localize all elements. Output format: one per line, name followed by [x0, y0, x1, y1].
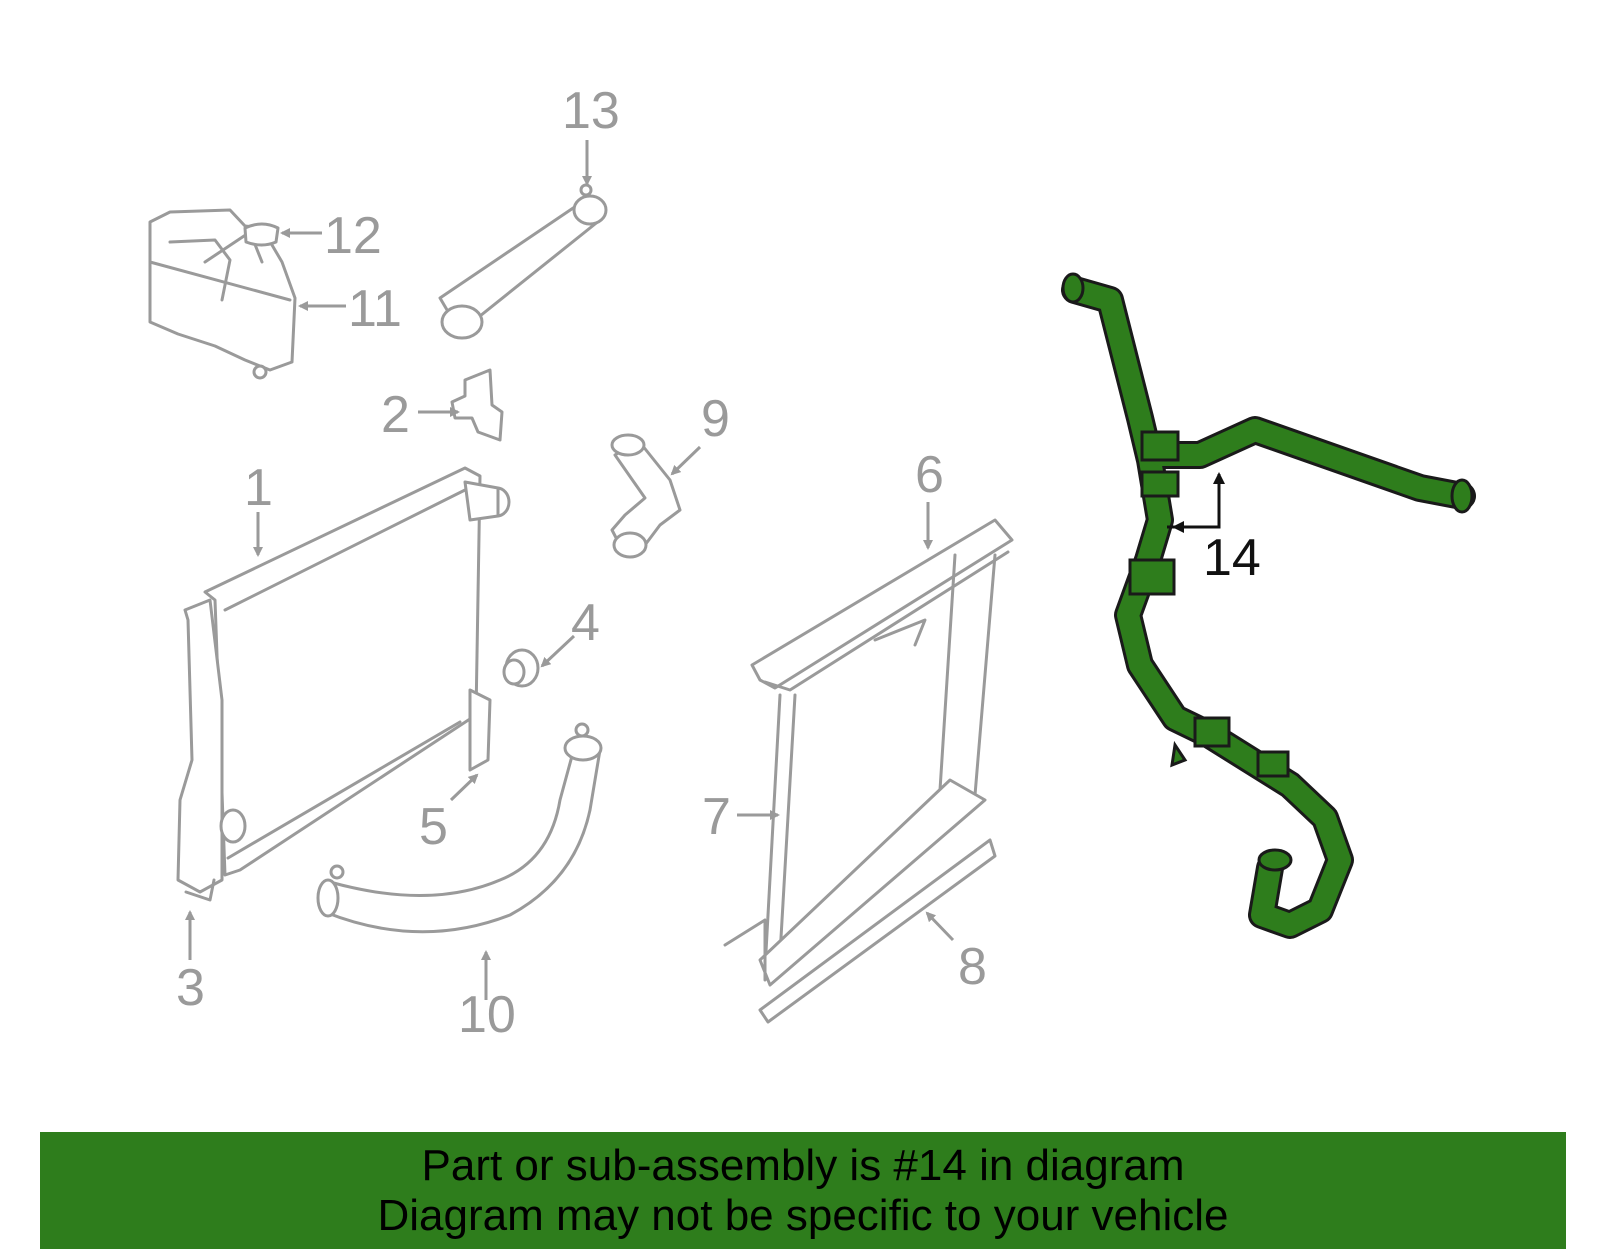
banner-line-1: Part or sub-assembly is #14 in diagram — [421, 1140, 1185, 1190]
heater-hose-assembly — [1061, 272, 1476, 939]
callout-1: 1 — [244, 459, 273, 517]
upper-radiator-hose — [438, 183, 608, 340]
banner-line-2: Diagram may not be specific to your vehi… — [377, 1190, 1229, 1240]
callout-4: 4 — [571, 594, 600, 652]
callout-14: 14 — [1203, 529, 1261, 587]
callout-6: 6 — [915, 446, 944, 504]
callout-2: 2 — [381, 386, 410, 444]
grommet — [502, 648, 540, 688]
callout-9: 9 — [701, 390, 730, 448]
callout-10: 10 — [458, 986, 516, 1044]
callout-5: 5 — [419, 798, 448, 856]
callout-arrows — [185, 140, 1225, 1000]
radiator — [176, 466, 511, 902]
radiator-shroud — [723, 518, 1014, 1024]
callout-7: 7 — [702, 788, 731, 846]
part-info-banner: Part or sub-assembly is #14 in diagram D… — [40, 1132, 1566, 1249]
lower-radiator-hose — [316, 722, 603, 934]
bracket — [450, 368, 504, 442]
callout-12: 12 — [324, 207, 382, 265]
thermostat-elbow — [610, 433, 682, 559]
callout-11: 11 — [348, 280, 402, 338]
coolant-reservoir — [148, 208, 297, 380]
callout-13: 13 — [562, 82, 620, 140]
callout-8: 8 — [958, 938, 987, 996]
callout-3: 3 — [176, 959, 205, 1017]
